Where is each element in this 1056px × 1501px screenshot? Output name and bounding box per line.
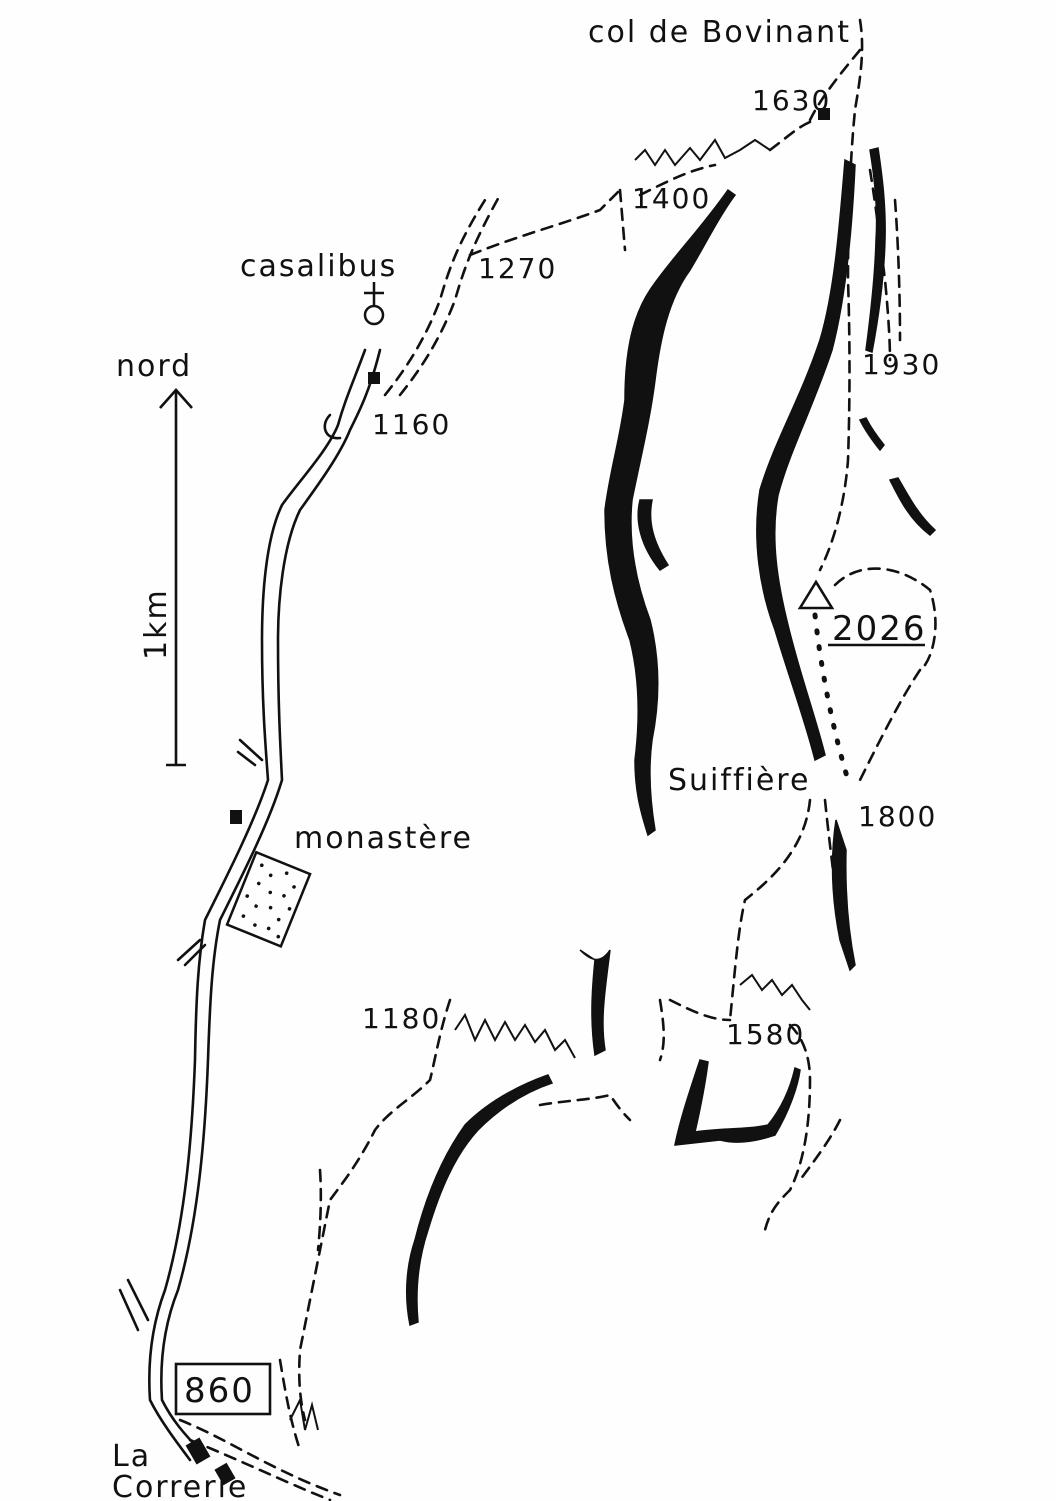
elevation-1630: 1630: [752, 84, 831, 117]
monastere-label: monastère: [294, 821, 473, 856]
elevation-2026: 2026: [832, 609, 927, 649]
suiffiere-label: Suiffière: [668, 763, 810, 798]
summit-triangle-icon: [797, 579, 835, 610]
col-bovinant-label: col de Bovinant: [588, 15, 851, 50]
correrie-label: Correrie: [112, 1470, 248, 1501]
monastery-icon: [225, 850, 312, 948]
cliffs: [405, 147, 937, 1327]
chapel-cross-icon: [363, 282, 385, 326]
elevation-860-box: 860: [174, 1362, 272, 1416]
north-arrow-icon: [159, 388, 193, 767]
main-road: [148, 348, 382, 1462]
elevation-1800: 1800: [858, 800, 937, 833]
correrie-building-2-icon: [214, 1462, 236, 1486]
trails: [178, 18, 937, 1501]
elevation-1270: 1270: [478, 252, 557, 285]
switchbacks: [289, 138, 811, 1431]
col-building-icon: [818, 108, 830, 120]
casalibus-building-icon: [368, 372, 380, 384]
elevation-1180: 1180: [362, 1002, 441, 1035]
building-square-icon: [230, 810, 242, 824]
elevation-1580: 1580: [726, 1018, 805, 1051]
elevation-1930: 1930: [862, 348, 941, 381]
elevation-860: 860: [184, 1371, 255, 1411]
road-branches: [118, 413, 342, 1332]
elevation-1400: 1400: [632, 182, 711, 215]
casalibus-label: casalibus: [240, 249, 397, 284]
scale-label: 1km: [139, 588, 174, 660]
correrie-building-icon: [185, 1437, 211, 1465]
elevation-1160: 1160: [372, 408, 451, 441]
nord-label: nord: [116, 349, 192, 384]
la-label: La: [112, 1439, 151, 1474]
